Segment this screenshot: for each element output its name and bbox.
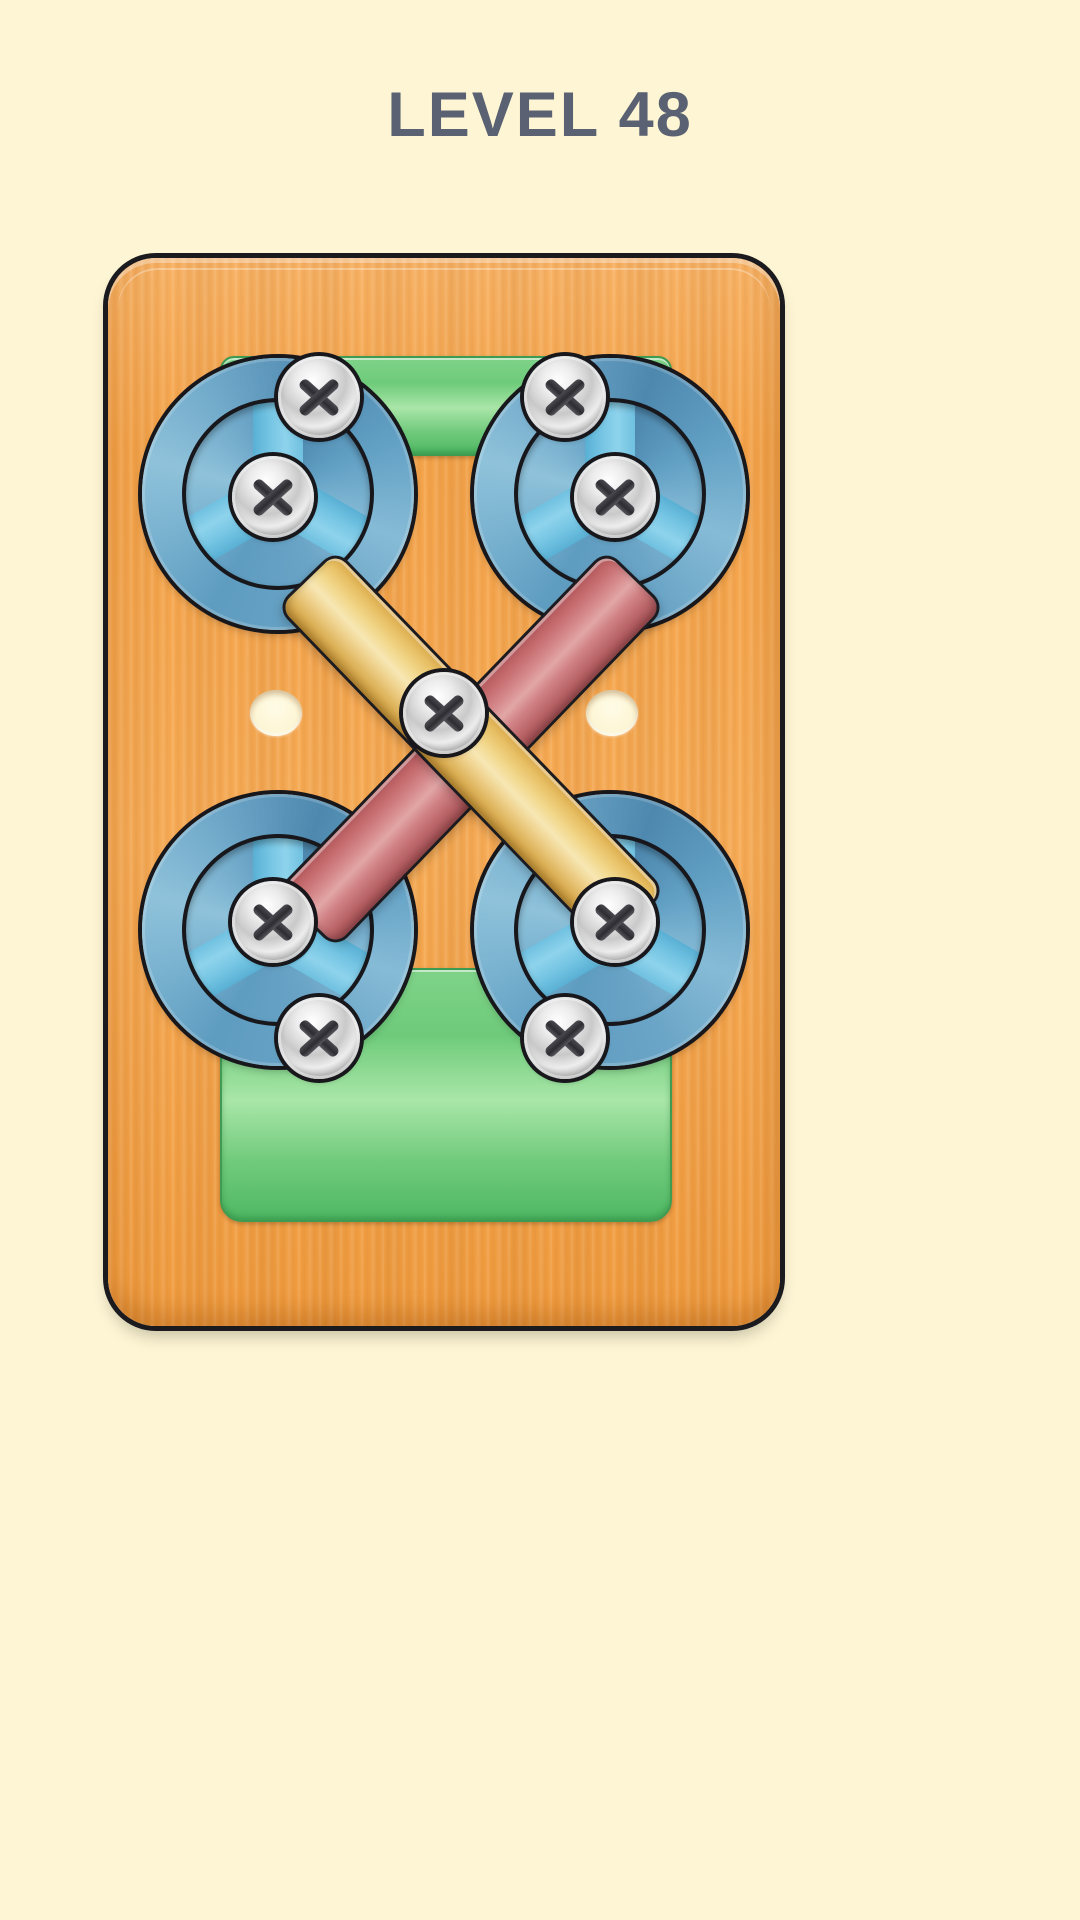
screw-center-pivot[interactable] [403, 672, 485, 754]
screw-red-bar-bottom-end[interactable] [232, 881, 314, 963]
puzzle-board [108, 258, 780, 1326]
screw-on-wheel-bottom-right[interactable] [524, 997, 606, 1079]
title-bar: LEVEL 48 [0, 0, 1080, 230]
screw-on-wheel-top-left[interactable] [278, 356, 360, 438]
screw-red-bar-top-end[interactable] [574, 456, 656, 538]
screw-on-wheel-bottom-left[interactable] [278, 997, 360, 1079]
screw-gold-bar-top-end[interactable] [232, 456, 314, 538]
empty-hole-left[interactable] [250, 690, 302, 736]
empty-hole-right[interactable] [586, 690, 638, 736]
page-title: LEVEL 48 [387, 80, 693, 150]
screw-gold-bar-bottom-end[interactable] [574, 881, 656, 963]
screw-on-wheel-top-right[interactable] [524, 356, 606, 438]
